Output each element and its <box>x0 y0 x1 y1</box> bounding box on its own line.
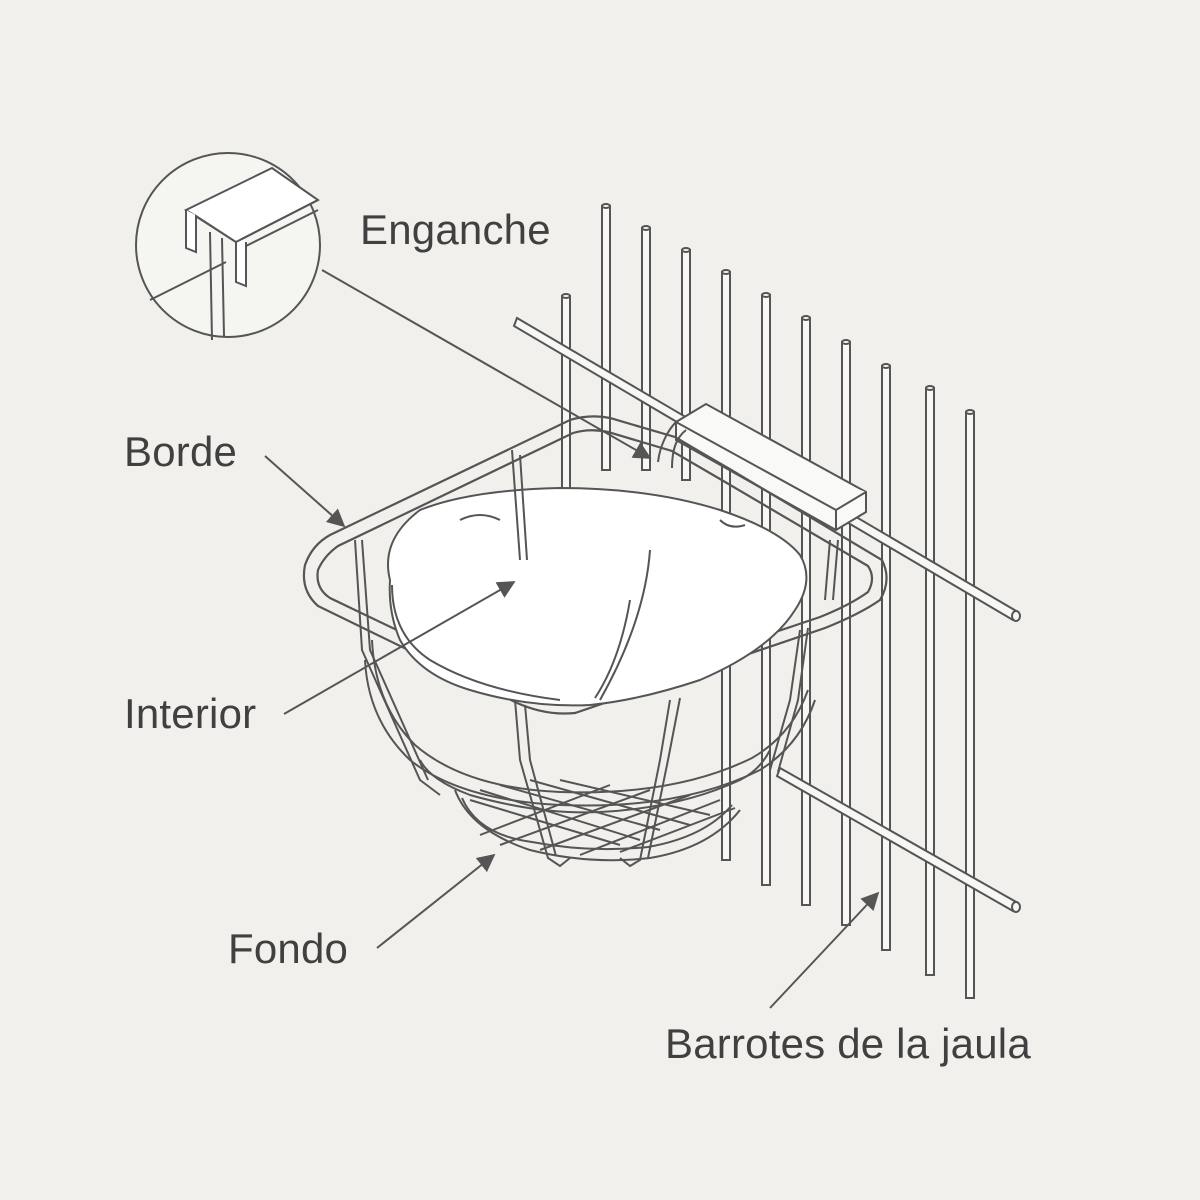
cage-bar <box>841 341 851 926</box>
enganche-arrow-icon <box>321 269 652 459</box>
cage-bar-cap <box>681 247 691 253</box>
cage-bar-cap <box>925 385 935 391</box>
cage-bar <box>561 295 571 501</box>
feeder-basket <box>354 449 839 868</box>
borde-arrow-icon <box>264 455 346 528</box>
cage-bar-cap <box>841 339 851 345</box>
feeder-liner <box>387 486 808 707</box>
label-interior: Interior <box>124 690 257 737</box>
hook-plate <box>657 402 867 532</box>
cage-bar-cap <box>881 363 891 369</box>
feeder-rim <box>302 415 888 715</box>
cage-bar-cap <box>561 293 571 299</box>
label-borde: Borde <box>124 428 238 475</box>
cage-bar-cap <box>721 269 731 275</box>
cage-bar <box>801 317 811 906</box>
leader-arrows <box>264 269 880 1009</box>
cage-bar-cap <box>601 203 611 209</box>
label-enganche: Enganche <box>360 206 551 253</box>
cage-bar-cap <box>641 225 651 231</box>
cage-bar <box>641 227 651 471</box>
cage-bar <box>925 387 935 976</box>
cage-bar <box>881 365 891 951</box>
label-barrotes: Barrotes de la jaula <box>665 1020 1031 1067</box>
cage-bar <box>965 411 975 999</box>
barrotes-arrow-icon <box>769 891 880 1009</box>
fondo-arrow-icon <box>376 853 496 949</box>
hook-detail-icon <box>135 152 321 341</box>
interior-arrow-icon <box>283 581 516 715</box>
cage-bar-cap <box>965 409 975 415</box>
label-fondo: Fondo <box>228 925 349 972</box>
cage-bar-cap <box>801 315 811 321</box>
cage-bar-cap <box>761 292 771 298</box>
